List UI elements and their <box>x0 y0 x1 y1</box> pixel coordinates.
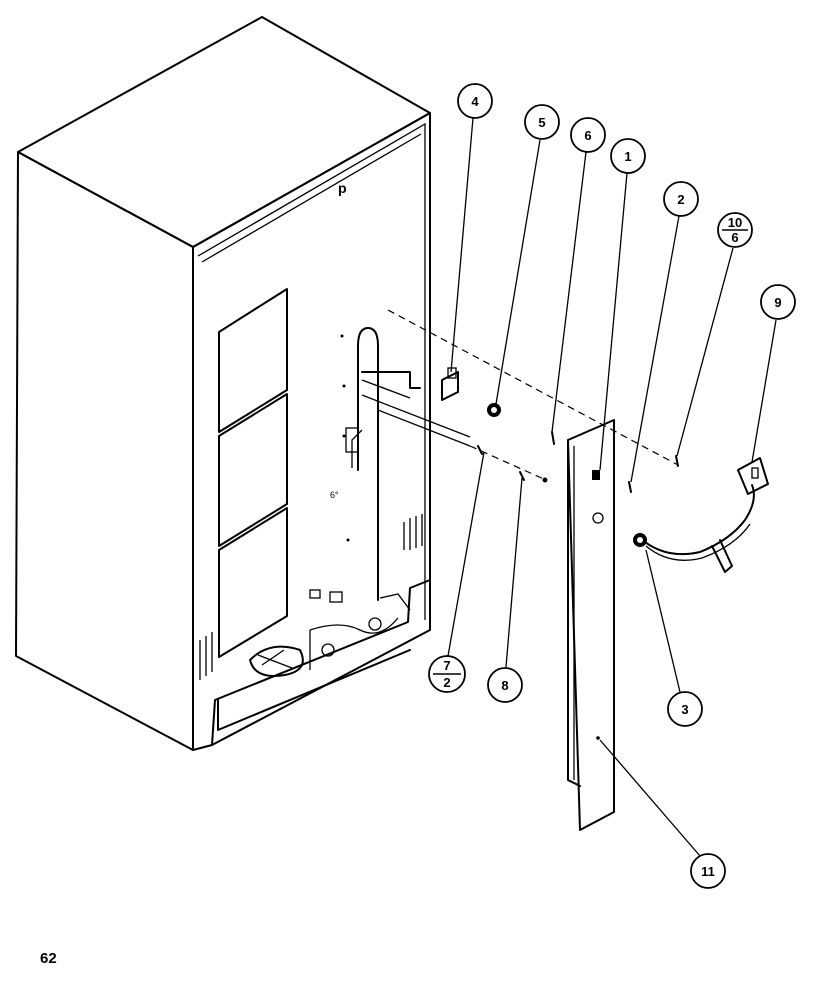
callout-11-label: 11 <box>701 864 715 879</box>
callout-4: 4 <box>457 83 493 119</box>
callout-7-2-bottom: 2 <box>443 675 450 690</box>
callout-7-2-top: 7 <box>443 658 450 673</box>
condenser-tubing: 6° <box>199 327 471 680</box>
screw-part-10 <box>675 455 679 467</box>
screw-part-6 <box>551 431 555 445</box>
leader-lines <box>447 117 777 857</box>
cabinet-base <box>211 579 431 746</box>
svg-text:p: p <box>338 180 347 196</box>
power-cord <box>633 484 755 573</box>
callout-2-label: 2 <box>677 192 684 207</box>
callout-10-6-bottom: 6 <box>731 230 738 245</box>
page-number: 62 <box>40 950 57 967</box>
callout-1-label: 1 <box>624 149 631 164</box>
callout-2: 2 <box>663 181 699 217</box>
refrigerator-cabinet: p <box>15 16 431 751</box>
clip-part-4 <box>441 367 459 401</box>
screw-part-7 <box>477 445 483 455</box>
screw-part-8 <box>519 471 525 481</box>
callout-5: 5 <box>524 104 560 140</box>
callout-7-2: 7 2 <box>428 655 466 693</box>
callout-9-label: 9 <box>774 295 781 310</box>
callout-1: 1 <box>610 138 646 174</box>
callout-3: 3 <box>667 691 703 727</box>
callout-6-label: 6 <box>584 128 591 143</box>
callout-9: 9 <box>760 284 796 320</box>
rear-cover-panel <box>567 419 615 831</box>
callout-10-6-top: 10 <box>728 215 742 230</box>
callout-8: 8 <box>487 667 523 703</box>
callout-5-label: 5 <box>538 115 545 130</box>
screw-part-2 <box>628 481 632 493</box>
washer-part <box>542 477 548 483</box>
callout-11: 11 <box>690 853 726 889</box>
rear-access-panels <box>218 288 288 658</box>
callout-3-label: 3 <box>681 702 688 717</box>
svg-text:6°: 6° <box>330 490 339 500</box>
grommet-part-5 <box>487 403 501 417</box>
plug-part-9 <box>737 457 769 495</box>
alignment-line <box>387 309 679 466</box>
alignment-line-lower <box>469 445 547 481</box>
callout-8-label: 8 <box>501 678 508 693</box>
callout-4-label: 4 <box>471 94 479 109</box>
callout-10-6: 10 6 <box>717 212 753 248</box>
callout-6: 6 <box>570 117 606 153</box>
